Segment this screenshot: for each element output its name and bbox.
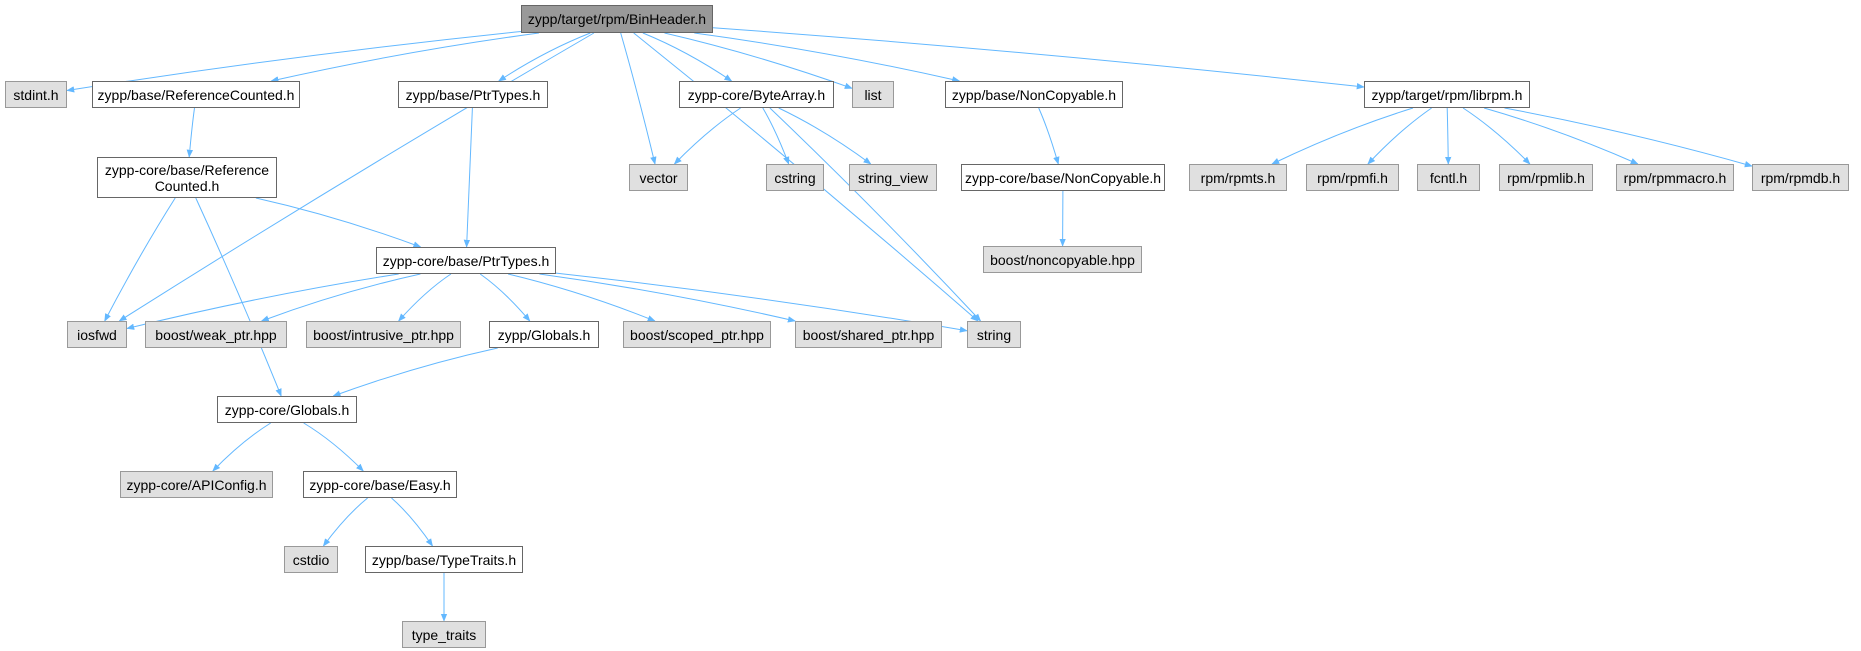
edge-librpm-to-rpmdb bbox=[1504, 107, 1753, 168]
node-boost-shared-ptr[interactable]: boost/shared_ptr.hpp bbox=[795, 321, 942, 348]
edge-core_globals-to-apiconfig bbox=[212, 422, 271, 472]
node-type-traits[interactable]: type_traits bbox=[402, 621, 486, 648]
node-zypp-noncopyable[interactable]: zypp/base/NonCopyable.h bbox=[945, 81, 1123, 108]
node-rpmlib[interactable]: rpm/rpmlib.h bbox=[1499, 164, 1593, 191]
edge-root-to-list bbox=[664, 32, 853, 89]
node-core-noncopyable[interactable]: zypp-core/base/NonCopyable.h bbox=[961, 164, 1165, 191]
edge-root-to-librpm bbox=[712, 27, 1365, 90]
edge-root-to-ptrtypes bbox=[498, 32, 591, 82]
edge-noncopyable-to-core_noncopyable bbox=[1038, 107, 1060, 165]
node-fcntl[interactable]: fcntl.h bbox=[1417, 164, 1480, 191]
node-core-apiconfig[interactable]: zypp-core/APIConfig.h bbox=[120, 471, 273, 498]
node-core-easy[interactable]: zypp-core/base/Easy.h bbox=[303, 471, 457, 498]
edge-core_refcounted-to-core_globals bbox=[195, 197, 282, 397]
node-string-view[interactable]: string_view bbox=[849, 164, 937, 191]
node-rpmfi[interactable]: rpm/rpmfi.h bbox=[1306, 164, 1399, 191]
node-zypp-globals[interactable]: zypp/Globals.h bbox=[489, 321, 599, 348]
edge-bytearray-to-cstring bbox=[762, 107, 790, 165]
edge-core_ptrtypes-to-globals bbox=[479, 273, 531, 322]
node-cstdio[interactable]: cstdio bbox=[284, 546, 338, 573]
edge-core_globals-to-easy bbox=[303, 422, 364, 472]
node-stdint[interactable]: stdint.h bbox=[5, 81, 67, 108]
node-zypp-ptrtypes[interactable]: zypp/base/PtrTypes.h bbox=[398, 81, 548, 108]
node-list[interactable]: list bbox=[852, 81, 894, 108]
node-core-ptrtypes[interactable]: zypp-core/base/PtrTypes.h bbox=[376, 247, 556, 274]
edge-root-to-noncopyable bbox=[694, 32, 961, 83]
edge-librpm-to-rpmmacro bbox=[1483, 107, 1639, 165]
edge-root-to-refcounted bbox=[270, 32, 539, 83]
edge-root-to-bytearray bbox=[642, 32, 733, 82]
edge-bytearray-to-vector bbox=[673, 107, 741, 165]
node-iosfwd[interactable]: iosfwd bbox=[67, 321, 127, 348]
node-boost-noncopyable[interactable]: boost/noncopyable.hpp bbox=[983, 246, 1142, 273]
node-zypp-typetraits[interactable]: zypp/base/TypeTraits.h bbox=[365, 546, 523, 573]
edge-root-to-iosfwd bbox=[118, 32, 595, 322]
node-vector[interactable]: vector bbox=[629, 164, 688, 191]
node-core-refcounted[interactable]: zypp-core/base/Reference Counted.h bbox=[97, 157, 277, 198]
edge-easy-to-typetraits bbox=[391, 497, 433, 547]
edge-core_ptrtypes-to-intrusive_ptr bbox=[398, 273, 452, 322]
edge-librpm-to-rpmts bbox=[1271, 107, 1414, 165]
edge-bytearray-to-string bbox=[769, 107, 982, 322]
edge-core_refcounted-to-core_ptrtypes bbox=[255, 197, 422, 248]
edge-root-to-vector bbox=[620, 32, 657, 165]
edge-core_ptrtypes-to-iosfwd bbox=[126, 273, 399, 330]
edge-refcounted-to-core_refcounted bbox=[186, 107, 195, 158]
node-string[interactable]: string bbox=[967, 321, 1021, 348]
edge-core_ptrtypes-to-weak_ptr bbox=[260, 273, 421, 322]
edge-globals-to-core_globals bbox=[332, 347, 498, 397]
edge-core_ptrtypes-to-scoped_ptr bbox=[507, 273, 656, 322]
node-boost-weak-ptr[interactable]: boost/weak_ptr.hpp bbox=[145, 321, 287, 348]
node-root-binheader[interactable]: zypp/target/rpm/BinHeader.h bbox=[521, 5, 713, 33]
node-boost-scoped-ptr[interactable]: boost/scoped_ptr.hpp bbox=[623, 321, 771, 348]
edge-ptrtypes-to-core_ptrtypes bbox=[463, 107, 473, 248]
node-core-globals[interactable]: zypp-core/Globals.h bbox=[217, 396, 357, 423]
edge-core_ptrtypes-to-shared_ptr bbox=[539, 273, 796, 323]
edge-librpm-to-rpmlib bbox=[1462, 107, 1531, 165]
node-rpmdb[interactable]: rpm/rpmdb.h bbox=[1752, 164, 1849, 191]
edge-core_refcounted-to-iosfwd bbox=[104, 197, 176, 322]
node-rpmmacro[interactable]: rpm/rpmmacro.h bbox=[1616, 164, 1734, 191]
node-zypp-refcounted[interactable]: zypp/base/ReferenceCounted.h bbox=[92, 81, 300, 108]
node-boost-intrusive-ptr[interactable]: boost/intrusive_ptr.hpp bbox=[306, 321, 461, 348]
edge-librpm-to-rpmfi bbox=[1367, 107, 1432, 165]
edge-bytearray-to-string_view bbox=[778, 107, 872, 165]
node-cstring[interactable]: cstring bbox=[766, 164, 824, 191]
edge-librpm-to-fcntl bbox=[1444, 107, 1452, 165]
edge-easy-to-cstdio bbox=[322, 497, 368, 547]
node-rpmts[interactable]: rpm/rpmts.h bbox=[1189, 164, 1287, 191]
node-core-bytearray[interactable]: zypp-core/ByteArray.h bbox=[679, 81, 834, 108]
node-librpm[interactable]: zypp/target/rpm/librpm.h bbox=[1364, 81, 1530, 108]
